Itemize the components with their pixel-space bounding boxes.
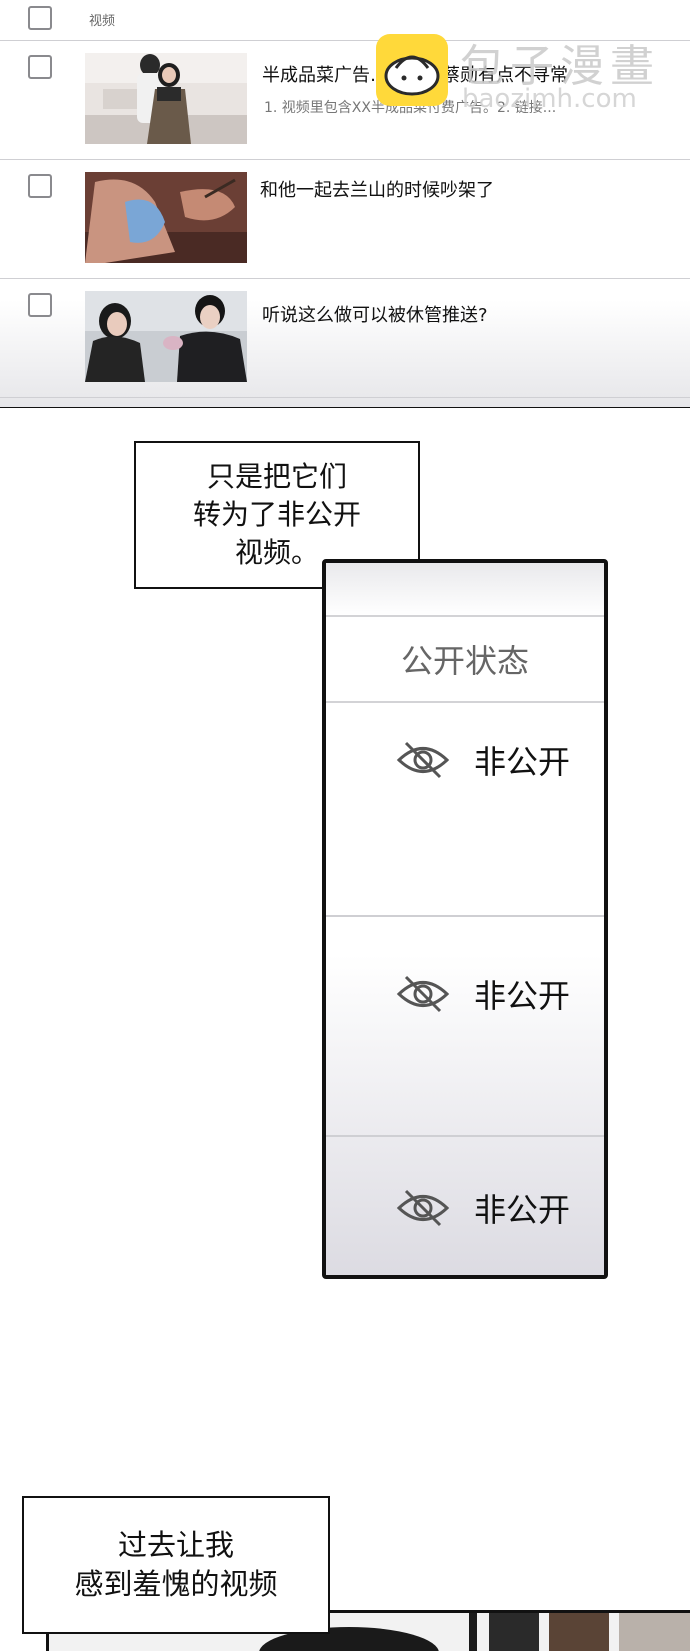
speech-line: 转为了非公开 bbox=[192, 498, 361, 532]
video-row[interactable]: 和他一起去兰山的时候吵架了 bbox=[0, 160, 690, 279]
video-thumbnail[interactable] bbox=[85, 291, 247, 382]
list-header: 视频 bbox=[0, 0, 690, 41]
option-divider bbox=[326, 915, 604, 917]
privacy-title: 公开状态 bbox=[326, 617, 604, 703]
video-description: 1. 视频里包含XX半成品菜付费广告。2. 链接... bbox=[264, 100, 557, 116]
row-checkbox[interactable] bbox=[28, 55, 52, 79]
panel-border bbox=[0, 407, 690, 408]
speech-line: 感到羞愧的视频 bbox=[74, 1567, 278, 1601]
speech-line: 视频。 bbox=[234, 535, 319, 569]
video-title[interactable]: 和他一起去兰山的时候吵架了 bbox=[260, 180, 494, 201]
video-title[interactable]: 听说这么做可以被休管推送? bbox=[262, 305, 488, 326]
eye-slash-icon bbox=[396, 739, 450, 781]
video-list-panel: 视频 半成品菜广告……但是蔡勋有点不寻常 1. 视频里包含XX半成品菜付费广告。… bbox=[0, 0, 690, 408]
option-divider bbox=[326, 1135, 604, 1137]
privacy-option[interactable]: 非公开 bbox=[326, 965, 604, 1025]
select-all-checkbox[interactable] bbox=[28, 6, 52, 30]
watermark-sub: baozimh.com bbox=[462, 84, 637, 114]
privacy-status-panel: 公开状态 非公开 非公开 bbox=[322, 559, 608, 1279]
header-label: 视频 bbox=[89, 14, 116, 29]
video-row[interactable]: 听说这么做可以被休管推送? bbox=[0, 279, 690, 398]
option-label[interactable]: 非公开 bbox=[474, 1191, 571, 1229]
video-thumbnail[interactable] bbox=[85, 53, 247, 144]
video-thumbnail[interactable] bbox=[85, 172, 247, 263]
eye-slash-icon bbox=[396, 1187, 450, 1229]
eye-slash-icon bbox=[396, 973, 450, 1015]
privacy-option[interactable]: 非公开 bbox=[326, 731, 604, 791]
panel-top-band bbox=[326, 563, 604, 617]
option-label[interactable]: 非公开 bbox=[474, 977, 571, 1015]
speech-box: 过去让我 感到羞愧的视频 bbox=[22, 1496, 330, 1634]
option-label[interactable]: 非公开 bbox=[474, 743, 571, 781]
privacy-option[interactable]: 非公开 bbox=[326, 1179, 604, 1239]
watermark-logo bbox=[376, 34, 448, 106]
row-checkbox[interactable] bbox=[28, 293, 52, 317]
watermark-text: 包子漫畫 bbox=[460, 41, 660, 92]
speech-line: 只是把它们 bbox=[206, 460, 347, 494]
row-checkbox[interactable] bbox=[28, 174, 52, 198]
speech-line: 过去让我 bbox=[117, 1527, 234, 1562]
video-row[interactable]: 半成品菜广告……但是蔡勋有点不寻常 1. 视频里包含XX半成品菜付费广告。2. … bbox=[0, 41, 690, 160]
